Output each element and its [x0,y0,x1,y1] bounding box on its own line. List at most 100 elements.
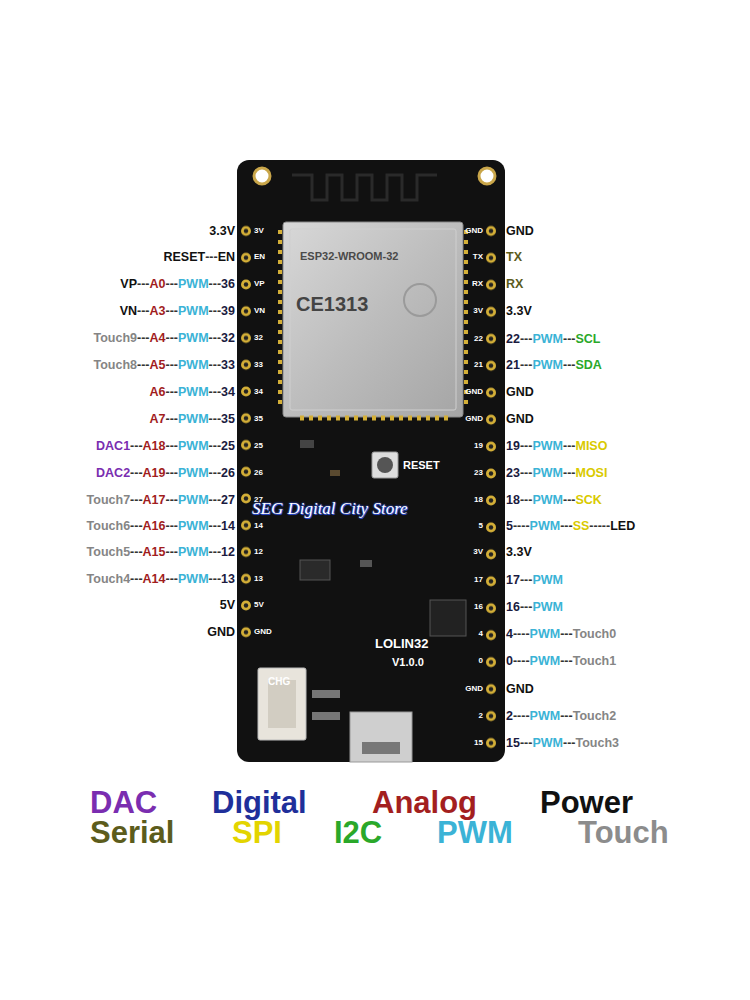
legend-text: Touch [578,815,669,850]
pin-header [485,218,497,757]
pin-leader: --- [520,438,533,454]
pin-label: PWM [178,357,209,373]
reset-button [372,452,398,478]
pin-leader: --- [520,331,533,347]
pin-row: 21---PWM---SDA [506,357,602,373]
pin-label: PWM [532,331,563,347]
board-silk: GND [465,226,483,236]
pin-row: 23---PWM---MOSI [506,465,607,481]
pin-label: 34 [221,384,235,400]
pin-label: 23 [506,465,520,481]
pin-row: 22---PWM---SCL [506,331,600,347]
board-silk: V1.0.0 [392,656,424,669]
pin-leader: --- [209,330,222,346]
pin-label: 3.3V [506,303,532,319]
pin-leader: --- [130,544,143,560]
pin-row: RX [506,276,523,292]
board-silk: 33 [254,360,263,370]
board-silk: 15 [474,738,483,748]
smd-part [300,440,314,448]
pin-row: 19---PWM---MISO [506,438,607,454]
pin-row: 3.3V [209,223,235,239]
board-silk: 32 [254,333,263,343]
board-silk: 19 [474,441,483,451]
pin-label: PWM [178,571,209,587]
board-silk: 2 [479,711,483,721]
pin-label: SS [573,518,590,534]
pin-label: A6 [150,384,166,400]
pin-label: RESET [163,249,205,265]
board-silk: 14 [254,521,263,531]
antenna-trace [292,175,437,200]
pin-row: A6---PWM---34 [150,384,235,400]
board-silk: 4 [479,629,483,639]
board-silk: 26 [254,468,263,478]
pin-label: 35 [221,411,235,427]
legend-color: PWM [437,815,513,851]
board-silk: 3V [254,226,264,236]
legend-color: SPI [232,815,282,851]
module-can [283,222,463,417]
pin-label: A19 [143,465,166,481]
module-pads [300,416,450,421]
pin-row: TX [506,249,522,265]
legend-text: PWM [437,815,513,850]
pin-label: A14 [143,571,166,587]
pin-leader: --- [209,384,222,400]
pin-row: VP---A0---PWM---36 [120,276,235,292]
pin-label: VN [120,303,137,319]
pin-label: 13 [221,571,235,587]
module-pads [280,230,466,410]
smd-part [312,712,340,720]
pin-label: 12 [221,544,235,560]
pin-row: 5----PWM---SS-----LED [506,518,635,534]
pin-label: 15 [506,735,520,751]
module-marking: ESP32-WROOM-32 [300,250,398,263]
pin-label: GND [506,384,534,400]
pin-label: Touch9 [94,330,138,346]
pin-leader: --- [130,571,143,587]
board-silk: 12 [254,547,263,557]
pin-leader: --- [166,518,179,534]
pin-leader: --- [166,384,179,400]
legend-color: Serial [90,815,174,851]
pin-leader: --- [166,411,179,427]
pin-label: 39 [221,303,235,319]
pin-leader: --- [137,357,150,373]
pcb [237,160,505,762]
pin-leader: --- [209,571,222,587]
board-silk: TX [473,252,483,262]
pin-leader: --- [520,599,533,615]
board-silk: 35 [254,414,263,424]
micro-usb-port [362,742,400,754]
pin-label: PWM [530,518,561,534]
pin-leader: --- [130,438,143,454]
pin-label: A0 [150,276,166,292]
pin-leader: --- [209,276,222,292]
board-silk: 18 [474,495,483,505]
usb-chip [430,600,466,636]
board-silk: 3V [473,306,483,316]
pin-label: VP [120,276,137,292]
legend-text: Serial [90,815,174,850]
pin-row: 0----PWM---Touch1 [506,653,616,669]
board-silk: VN [254,306,265,316]
mount-hole [479,168,495,184]
pin-label: PWM [532,572,563,588]
legend-text: Analog [372,785,477,820]
pin-leader: --- [137,276,150,292]
board-silk: 3V [473,547,483,557]
board-silk: GND [254,627,272,637]
pin-leader: --- [560,518,573,534]
pin-leader: --- [563,331,576,347]
pin-label: PWM [178,544,209,560]
pin-label: RX [506,276,523,292]
pin-row: Touch9---A4---PWM---32 [94,330,235,346]
board-silk: 34 [254,387,263,397]
board-silk: GND [465,414,483,424]
pin-leader: --- [560,653,573,669]
pin-label: PWM [178,492,209,508]
pin-leader: --- [166,438,179,454]
pin-label: 32 [221,330,235,346]
battery-connector-slot [268,680,296,728]
